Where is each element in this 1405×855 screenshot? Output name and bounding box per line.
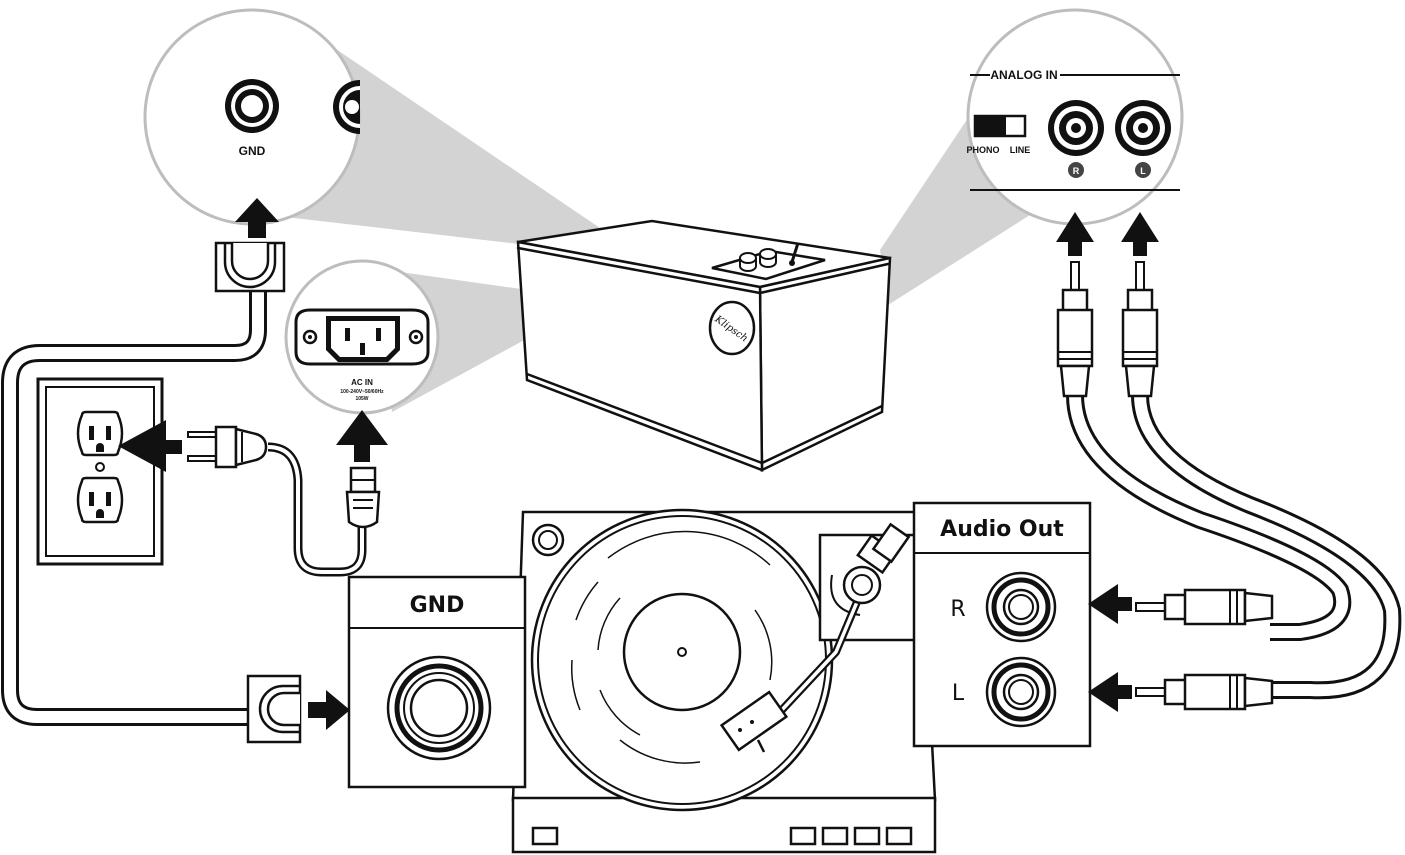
ac-in-label: AC IN [351,378,373,387]
klipsch-logo: Klipsch [708,300,756,356]
audio-out-jack-right-icon [985,571,1057,643]
outlet-socket-bottom [76,476,124,524]
outlet-socket-top [76,410,124,457]
audio-out-right-label: R [950,597,965,622]
outlet-screw-icon [95,462,105,472]
ac-in-spec-voltage: 100-240V~50/60Hz [340,389,384,395]
rca-plug-top-right-icon [1056,261,1094,398]
gnd-zoom-label: GND [239,144,266,158]
gnd-callout-cone [268,45,640,258]
iec-inlet-icon [294,308,430,366]
spade-connector-bottom [246,674,302,744]
audio-out-jack-left-icon [985,656,1057,728]
arrow-up-ac-icon [336,410,388,462]
gnd-terminal-icon [225,79,279,133]
arrow-up-analog-right-icon [1056,212,1094,256]
speaker-illustration: Klipsch [516,219,892,472]
analog-jack-left-label: L [1140,166,1146,176]
spade-connector-top [214,241,286,293]
arrow-left-audio-left-icon [1088,672,1132,712]
turntable-gnd-title: GND [410,593,465,618]
audio-out-left-label: L [952,681,965,706]
audio-out-title: Audio Out [940,517,1064,542]
rca-plug-side-right-icon [1135,588,1274,626]
ac-in-spec-power: 105W [355,396,368,402]
vinyl-record [530,508,834,812]
gnd-terminal-large-icon [386,655,492,761]
analog-jack-right-icon [1048,100,1104,156]
arrows [118,198,1159,730]
arrow-right-gnd-icon [308,690,350,730]
power-plug-icon [187,425,268,469]
arrow-up-analog-left-icon [1121,212,1159,256]
analog-jack-left-icon [1115,100,1171,156]
rca-cable [1056,261,1402,711]
arrow-left-outlet-icon [118,420,182,472]
turntable-gnd-panel: GND [347,575,527,789]
arrow-up-gnd-icon [235,198,279,238]
turntable-illustration [511,508,937,854]
ac-in-zoom-callout: AC IN 100-240V~50/60Hz 105W [284,259,440,415]
power-cable [187,425,381,577]
neighbor-jack-icon [333,80,361,134]
gnd-zoom-callout: GND [143,8,361,226]
phono-line-switch [973,114,1027,138]
rca-plug-top-left-icon [1121,261,1159,398]
arrow-left-audio-right-icon [1088,584,1132,624]
turntable-audio-out-panel: Audio Out R L [912,501,1092,748]
rca-plug-side-left-icon [1135,673,1274,711]
wall-outlet [36,377,164,566]
switch-label-phono: PHONO [966,145,999,155]
analog-in-header: ANALOG IN [990,68,1057,82]
analog-in-zoom-callout: ANALOG IN PHONO LINE R L [966,8,1184,226]
iec-plug-icon [345,466,381,529]
switch-label-line: LINE [1010,145,1031,155]
analog-jack-right-label: R [1073,166,1080,176]
ground-wire [1,241,302,744]
tonearm [719,522,911,753]
